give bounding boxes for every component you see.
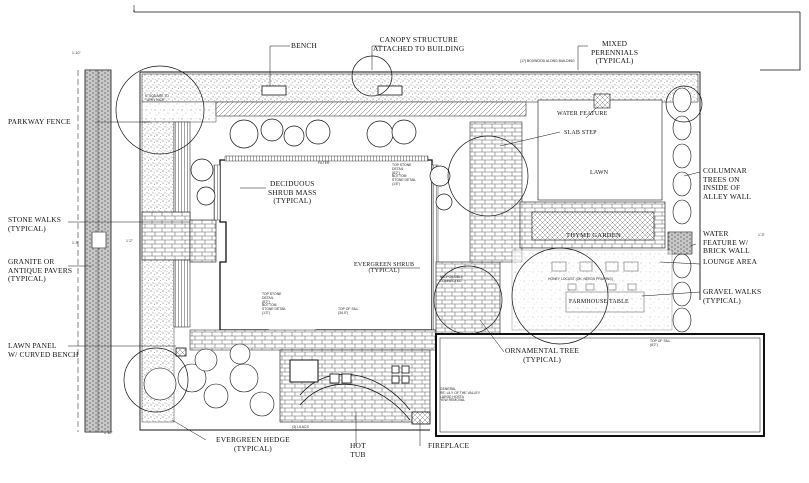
- lilacs-note: (3) LILACS: [292, 425, 309, 429]
- tsb-3: (8'2"): [262, 299, 270, 304]
- lawn-panel-label: LAWN PANEL w/ CURVED BENCH: [8, 341, 79, 359]
- bench-label: BENCH: [291, 41, 318, 50]
- tsl-1: TOP OF SILL: [650, 339, 671, 343]
- tsr-4: BOTTOM: [392, 174, 407, 179]
- fireplace-label: FIREPLACE: [428, 441, 470, 450]
- evergreen-hedge-label: EVERGREEN HEDGE (TYPICAL): [216, 435, 290, 453]
- removal-3: LARGE HOSTA: [440, 394, 464, 399]
- deciduous-line-3: (TYPICAL): [273, 196, 312, 206]
- tsb-6: (1'3"): [262, 310, 270, 315]
- mixed-line-3: (TYPICAL): [595, 56, 634, 66]
- evergreen-shrub-label: EVERGREEN SHRUB (TYPICAL): [354, 262, 414, 274]
- possibly-connected-note: MD-POSSIBLY CONNECTED: [440, 275, 463, 284]
- water-feature-brick-label: WATER FEATURE w/ BRICK WALL: [703, 229, 750, 256]
- hot-tub-label: HOT TUB: [350, 441, 366, 459]
- ornamental-line-1: ORNAMENTAL TREE: [505, 346, 580, 355]
- removal-2: RE: LILY OF THE VALLEY: [440, 390, 481, 395]
- thyme-garden-label: THYME GARDEN: [566, 232, 621, 239]
- granite-line-1: GRANITE OR: [8, 257, 55, 266]
- wfb-line-3: BRICK WALL: [703, 246, 750, 256]
- stone-walks-label: STONE WALKS (TYPICAL): [8, 215, 62, 233]
- canopy-line-1: CANOPY STRUCTURE: [379, 35, 458, 44]
- columnar-line-4: ALLEY WALL: [703, 191, 752, 201]
- tsr-6: (1'8"): [392, 181, 400, 186]
- ornamental-tree-label: ORNAMENTAL TREE (TYPICAL): [505, 346, 580, 364]
- tsb-1: TOP STONE: [262, 292, 282, 296]
- removal-4: YEW REMOVAL: [440, 398, 465, 403]
- water-feature-label: WATER FEATURE: [557, 111, 608, 117]
- filter-note: FILTER: [318, 161, 330, 165]
- removal-note: GENERAL RE: LILY OF THE VALLEY LARGE HOS…: [440, 387, 481, 403]
- stone-walks-line-1: STONE WALKS: [8, 215, 62, 224]
- lawn-panel-line-1: LAWN PANEL: [8, 341, 57, 350]
- deciduous-line-1: DECIDUOUS: [270, 179, 315, 188]
- ornamental-line-2: (TYPICAL): [523, 354, 561, 364]
- top-stone-right-note: TOP STONE DETAIL (8'2") BOTTOM STONE DET…: [392, 163, 417, 187]
- tsb-5: STONE DETAIL: [262, 307, 287, 312]
- granite-pavers-label: GRANITE OR ANTIQUE PAVERS (TYPICAL): [8, 257, 73, 284]
- tsr-1: TOP STONE: [392, 163, 412, 167]
- hot-tub-line-1: HOT: [350, 441, 366, 450]
- hedge-line-1: EVERGREEN HEDGE: [216, 435, 290, 444]
- farmhouse-table-label: FARMHOUSE TABLE: [569, 299, 629, 305]
- columnar-line-3: INSIDE OF: [703, 183, 741, 193]
- granite-line-2: ANTIQUE PAVERS: [8, 265, 73, 275]
- square-tree-note: 5" SQUARE TO "VERY NICE": [145, 94, 169, 103]
- slab-step-label: SLAB STEP: [564, 130, 597, 136]
- evergreen-shrub-line-1: EVERGREEN SHRUB: [354, 262, 415, 268]
- top-stone-bottom-note: TOP STONE DETAIL (8'2") BOTTOM STONE DET…: [262, 292, 287, 316]
- square-tree-line-2: "VERY NICE": [145, 97, 166, 102]
- top-sill-note: TOP OF SILL (34.0"): [338, 307, 359, 316]
- parkway-fence-label: PARKWAY FENCE: [8, 117, 71, 126]
- tsb-4: BOTTOM: [262, 303, 277, 308]
- dim-right: 1'-3": [758, 233, 765, 237]
- possibly-1: MD-POSSIBLY: [440, 275, 463, 279]
- tsr-3: (8'2"): [392, 170, 400, 175]
- hot-tub-line-2: TUB: [350, 449, 366, 459]
- lawn-label: LAWN: [590, 170, 609, 176]
- dim-left-d: 1'-10": [104, 431, 113, 435]
- stone-walks-line-2: (TYPICAL): [8, 223, 46, 233]
- mixed-line-1: MIXED: [601, 39, 628, 48]
- granite-line-3: (TYPICAL): [8, 274, 46, 284]
- hedge-line-2: (TYPICAL): [233, 443, 272, 453]
- dim-left-c: 1'-2": [126, 239, 133, 243]
- tsb-2: DETAIL: [262, 295, 274, 300]
- canopy-structure-label: CANOPY STRUCTURE ATTACHED TO BUILDING: [373, 35, 465, 53]
- tsr-2: DETAIL: [392, 166, 404, 171]
- deciduous-line-2: SHRUB MASS: [268, 187, 317, 197]
- honey-locust-note: HONEY LOCUST (OK, NEEDS PRUNING): [548, 277, 613, 281]
- boxwood-note: (17) BOXWOOD ALONG BUILDING: [520, 59, 575, 63]
- lounge-area-label: LOUNGE AREA: [703, 257, 758, 266]
- columnar-line-2: TREES ON: [703, 174, 740, 184]
- removal-1: GENERAL: [440, 387, 457, 391]
- deciduous-shrub-label: DECIDUOUS SHRUB MASS (TYPICAL): [268, 179, 317, 206]
- dim-left-a: 1'-10": [72, 51, 81, 55]
- wfb-line-1: WATER: [703, 229, 729, 238]
- top-sill-right-note: TOP OF SILL (8'2"): [650, 339, 671, 348]
- tsl-2: (8'2"): [650, 342, 658, 347]
- top-sill-2: (34.0"): [338, 310, 349, 315]
- canopy-line-2: ATTACHED TO BUILDING: [373, 43, 465, 53]
- gravel-walks-label: GRAVEL WALKS (TYPICAL): [703, 287, 762, 305]
- columnar-trees-label: COLUMNAR TREES ON INSIDE OF ALLEY WALL: [703, 166, 752, 201]
- gravel-line-1: GRAVEL WALKS: [703, 287, 762, 296]
- top-sill-1: TOP OF SILL: [338, 307, 359, 311]
- tsr-5: STONE DETAIL: [392, 178, 417, 183]
- dim-left-b: 1'-9": [72, 241, 79, 245]
- mixed-perennials-label: MIXED PERENNIALS (TYPICAL): [591, 39, 639, 66]
- gravel-line-2: (TYPICAL): [703, 295, 741, 305]
- mixed-line-2: PERENNIALS: [591, 47, 639, 57]
- wfb-line-2: FEATURE w/: [703, 237, 749, 247]
- square-tree-line-1: 5" SQUARE TO: [145, 94, 169, 98]
- lawn-panel-line-2: w/ CURVED BENCH: [8, 349, 79, 359]
- columnar-line-1: COLUMNAR: [703, 166, 747, 175]
- evergreen-shrub-line-2: (TYPICAL): [368, 268, 400, 274]
- possibly-2: CONNECTED: [440, 278, 462, 283]
